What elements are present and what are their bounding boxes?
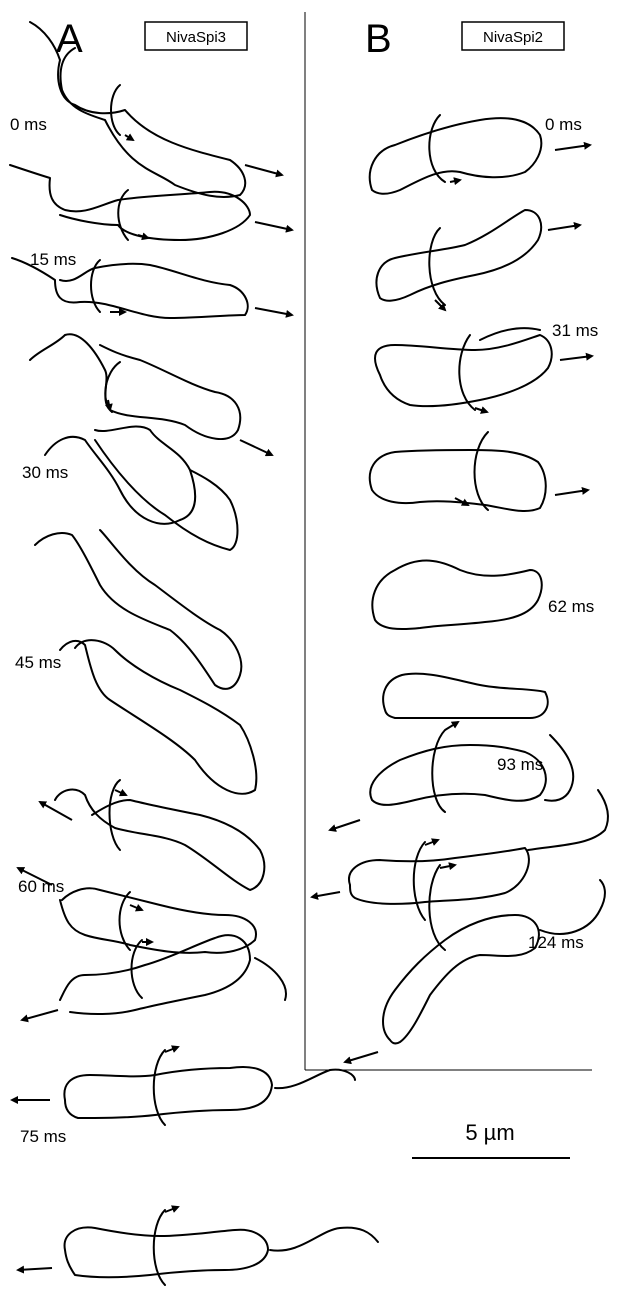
time-label-b-31ms: 31 ms	[552, 321, 598, 340]
time-label-a-75ms: 75 ms	[20, 1127, 66, 1146]
panel-a-frame-10	[22, 935, 286, 1020]
panel-b-frame-3	[375, 328, 592, 412]
time-label-a-15ms: 15 ms	[30, 250, 76, 269]
panel-a-frame-11	[12, 1047, 355, 1125]
panel-a-strain-label: NivaSpi3	[166, 29, 226, 46]
time-label-b-93ms: 93 ms	[497, 755, 543, 774]
time-label-a-60ms: 60 ms	[18, 877, 64, 896]
scale-bar-label: 5 µm	[465, 1120, 514, 1145]
panel-b-frame-2	[376, 210, 580, 310]
panel-a-frame-6	[35, 530, 241, 689]
time-label-a-0ms: 0 ms	[10, 115, 47, 134]
panel-b-frame-6	[383, 674, 548, 718]
panel-b-strain-label: NivaSpi2	[483, 29, 543, 46]
time-label-b-0ms: 0 ms	[545, 115, 582, 134]
panel-a-frame-8	[40, 780, 264, 890]
panel-a-frame-2	[10, 165, 292, 240]
panel-a-frame-5	[45, 426, 238, 550]
panel-a-frame-7	[60, 640, 256, 794]
time-label-b-124ms: 124 ms	[528, 933, 584, 952]
panel-b-frame-4	[370, 432, 588, 511]
panel-a-frame-12	[18, 1207, 378, 1285]
time-label-b-62ms: 62 ms	[548, 597, 594, 616]
panel-b-frame-5	[372, 561, 541, 630]
panel-a-letter: A	[56, 17, 83, 61]
time-label-a-30ms: 30 ms	[22, 463, 68, 482]
time-label-a-45ms: 45 ms	[15, 653, 61, 672]
panel-b-frame-8	[312, 790, 608, 920]
panel-b-frame-9	[345, 865, 605, 1062]
panel-b-letter: B	[365, 17, 392, 61]
panel-b-frame-7	[330, 722, 573, 830]
